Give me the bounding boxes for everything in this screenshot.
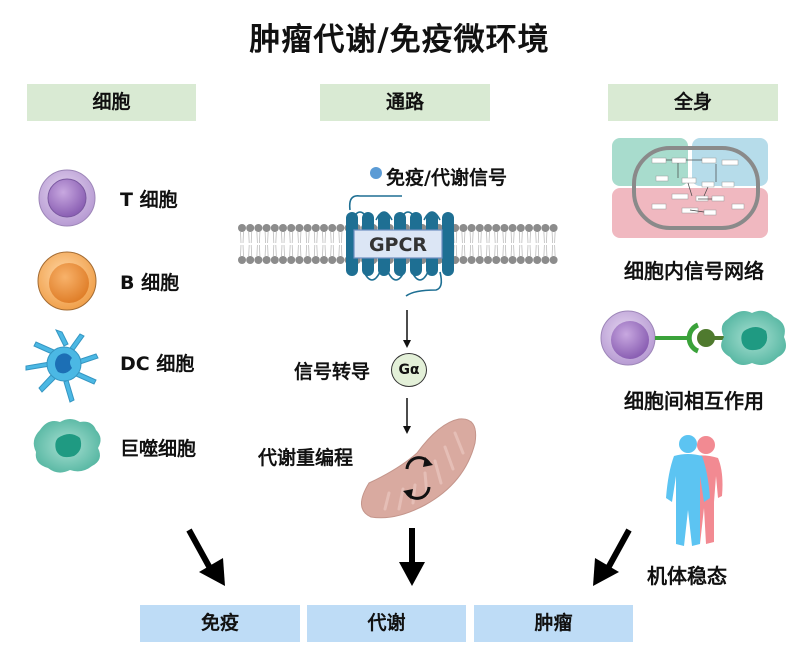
transduction-label: 信号转导 xyxy=(294,361,371,383)
reprogramming-label: 代谢重编程 xyxy=(258,447,354,469)
outcome-tumor: 肿瘤 xyxy=(474,605,633,642)
cell-label-macrophage: 巨噬细胞 xyxy=(120,438,197,460)
human-body-icon xyxy=(666,435,723,546)
b-cell-icon xyxy=(37,251,97,311)
header-cells: 细胞 xyxy=(27,84,196,121)
header-pathway: 通路 xyxy=(320,84,490,121)
macrophage-icon xyxy=(33,419,101,473)
arrow-to-metabolism-icon xyxy=(399,528,425,586)
g-alpha-protein: Gα xyxy=(391,353,427,387)
gpcr-label: GPCR xyxy=(368,234,428,256)
cell-label-b: B 细胞 xyxy=(120,272,180,294)
arrow-to-tumor-icon xyxy=(593,528,632,586)
outcome-metabolism: 代谢 xyxy=(307,605,466,642)
systemic-label-homeostasis: 机体稳态 xyxy=(647,564,727,588)
cell-label-t: T 细胞 xyxy=(120,189,178,211)
systemic-label-interaction: 细胞间相互作用 xyxy=(624,389,764,413)
arrow-to-immunity-icon xyxy=(186,528,225,586)
mitochondria-icon xyxy=(361,418,477,519)
signal-dot-icon xyxy=(370,167,382,179)
arrow-down-icon xyxy=(403,398,411,434)
cell-label-dc: DC 细胞 xyxy=(120,353,195,375)
page-title: 肿瘤代谢/免疫微环境 xyxy=(249,22,550,58)
outcome-immunity: 免疫 xyxy=(140,605,300,642)
header-systemic: 全身 xyxy=(608,84,778,121)
systemic-label-network: 细胞内信号网络 xyxy=(624,259,764,283)
arrow-down-icon xyxy=(403,310,411,348)
signal-label: 免疫/代谢信号 xyxy=(386,167,507,189)
t-cell-icon xyxy=(38,169,96,227)
cell-interaction-icon xyxy=(600,310,786,366)
dendritic-cell-icon xyxy=(25,329,99,403)
signaling-network-icon xyxy=(612,138,768,238)
gpcr-receptor-icon xyxy=(346,194,454,297)
